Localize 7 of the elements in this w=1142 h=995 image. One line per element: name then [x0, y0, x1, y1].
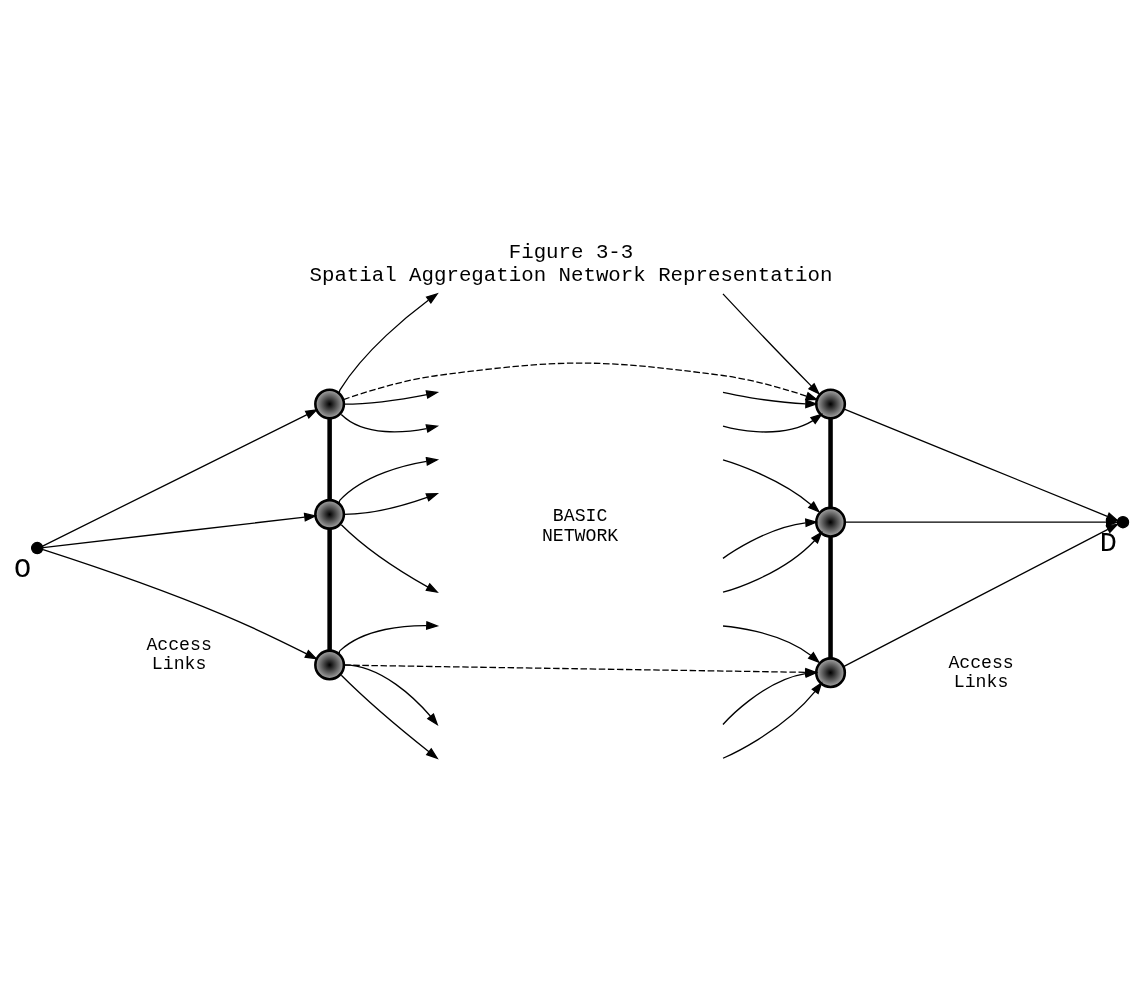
label: Access Links: [146, 634, 212, 675]
diagram-title: Figure 3-3: [508, 240, 634, 264]
caption: Spatial Aggregation Network Representation: [309, 264, 833, 288]
node-label: O: [13, 552, 32, 586]
node-label: D: [1099, 526, 1117, 560]
label: Access Links: [948, 652, 1014, 693]
label: BASIC NETWORK: [541, 506, 619, 546]
